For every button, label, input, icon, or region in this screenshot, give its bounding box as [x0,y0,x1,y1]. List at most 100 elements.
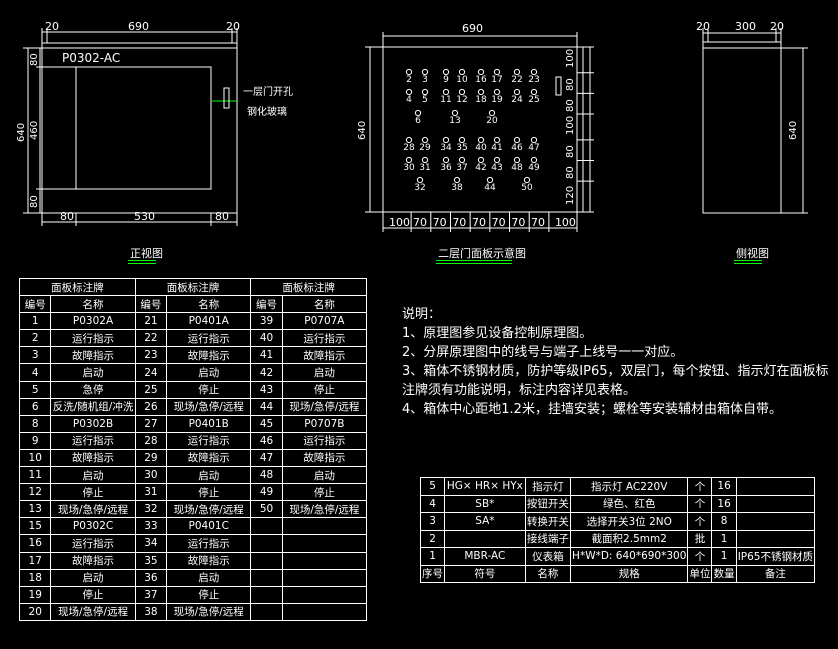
bom-cell: 数量 [711,564,737,583]
bom-cell: 绿色、红色 [570,494,689,513]
panel-table-group-header: 面板标注牌 [19,277,136,297]
panel-table-cell-no: 17 [18,551,52,570]
panel-device-label: 5 [422,95,428,105]
side-view-title: 侧视图 [736,247,769,260]
panel-table-cell-no: 40 [250,329,283,348]
panel-device-icon [513,136,521,144]
panel-device-icon [453,176,461,184]
bom-cell: 名称 [524,564,572,583]
panel-device-label: 38 [451,183,463,193]
panel-table-cell-no: 36 [134,568,168,587]
front-dim-bottom-right: 80 [215,210,229,223]
panel-table-cell-no: 46 [250,431,283,450]
front-dim-left-bottom: 80 [29,195,40,208]
panel-table-cell-name: 运行指示 [281,431,368,450]
panel-table-cell-no: 12 [18,483,52,502]
panel-device-icon [493,68,501,76]
panel-device-icon [451,109,459,117]
bom-cell [735,494,816,513]
side-title-underline [734,260,762,261]
bom-cell: 2 [419,529,446,548]
panel-table-cell-name: 急停 [50,380,136,399]
panel-table-cell-no: 25 [134,380,168,399]
panel-table-cell-name: 运行指示 [166,329,252,348]
panel-table-cell-no: 43 [250,380,283,399]
front-dim-height: 640 [16,122,27,142]
panel-table-cell-no: 32 [134,500,168,519]
panel-table-cell-name [281,517,368,536]
bom-header-row: 序号符号名称规格单位数量备注 [419,564,816,583]
panel-table-cell-no: 2 [18,329,52,348]
panel-device-icon [421,68,429,76]
front-callout-line-2: 钢化玻璃 [247,107,287,118]
panel-table-cell-no [250,551,283,570]
panel-table-cell-name [281,585,368,604]
panel-device-label: 32 [414,183,425,193]
panel-device-icon [513,156,521,164]
front-title-underline-2 [128,263,156,264]
front-view [23,28,238,226]
panel-table-cell-name: 停止 [281,380,368,399]
panel-table-cell-no: 6 [18,397,52,416]
panel-table-cell-no: 44 [250,397,283,416]
panel-device-label: 16 [475,75,487,85]
panel-device-icon [530,68,538,76]
panel-row-dim: 80 [565,145,576,159]
front-callout-line-1: 一层门开孔 [243,87,293,98]
panel-table-group-header-row: 面板标注牌面板标注牌面板标注牌 [19,277,367,297]
panel-col-dim: 100 [554,216,576,229]
panel-table-cell-no: 28 [134,431,168,450]
panel-table-cell-name: 启动 [166,363,252,382]
panel-device-label: 30 [403,163,415,173]
side-title-underline-2 [734,263,762,264]
panel-col-dim: 70 [491,216,506,229]
panel-device-label: 31 [419,163,430,173]
panel-device-icon [513,88,521,96]
bom-cell: 转换开关 [524,512,572,531]
panel-table-cell-name: 故障指示 [281,448,368,468]
bom-cell: MBR-AC [444,547,526,566]
bom-cell: 个 [687,547,713,566]
panel-table-cell-no: 48 [250,466,283,485]
panel-table-cell-name: 启动 [50,363,136,382]
bom-cell: 个 [687,477,713,496]
panel-table-cell-name: 现场/急停/远程 [50,500,136,519]
panel-device-label: 4 [406,95,412,105]
panel-table-cell-name: 停止 [166,483,252,502]
panel-table-cell-name: P0401B [166,414,252,433]
bom-cell: 个 [687,512,713,531]
panel-device-label: 2 [406,75,412,85]
panel-table-cell-name: 现场/急停/远程 [166,602,252,621]
panel-table-cell-name: 现场/急停/远程 [166,397,252,416]
panel-row-dim: 100 [565,115,576,135]
panel-table-cell-name: 启动 [166,568,252,587]
bom-cell: 1 [711,547,737,566]
side-view [702,28,808,214]
panel-device-icon [458,68,466,76]
panel-table-cell-no: 42 [250,363,283,382]
panel-table-cell-name: 启动 [281,363,368,382]
front-view-box [41,47,238,214]
panel-table-cell-no: 4 [18,363,52,382]
panel-device-label: 13 [449,116,460,126]
panel-device-label: 47 [528,143,539,153]
bom-cell: 选择开关3位 2NO [570,512,689,531]
bom-cell: 规格 [570,564,689,583]
panel-device-icon [493,156,501,164]
front-dim-left-mid: 460 [29,120,40,140]
bom-cell: 指示灯 [524,477,572,496]
panel-col-dim: 70 [511,216,526,229]
panel-device-icon [530,136,538,144]
bom-cell: 16 [711,494,737,513]
panel-table-cell-no: 22 [134,329,168,348]
panel-table-cell-no: 45 [250,414,283,433]
panel-table-cell-no: 8 [18,414,52,433]
panel-title-underline-2 [436,263,512,264]
panel-device-label: 11 [440,95,451,105]
front-dim-bottom-left: 80 [60,210,74,223]
panel-table-cell-name: P0302B [50,414,136,433]
side-dim-top-width: 300 [735,20,756,33]
